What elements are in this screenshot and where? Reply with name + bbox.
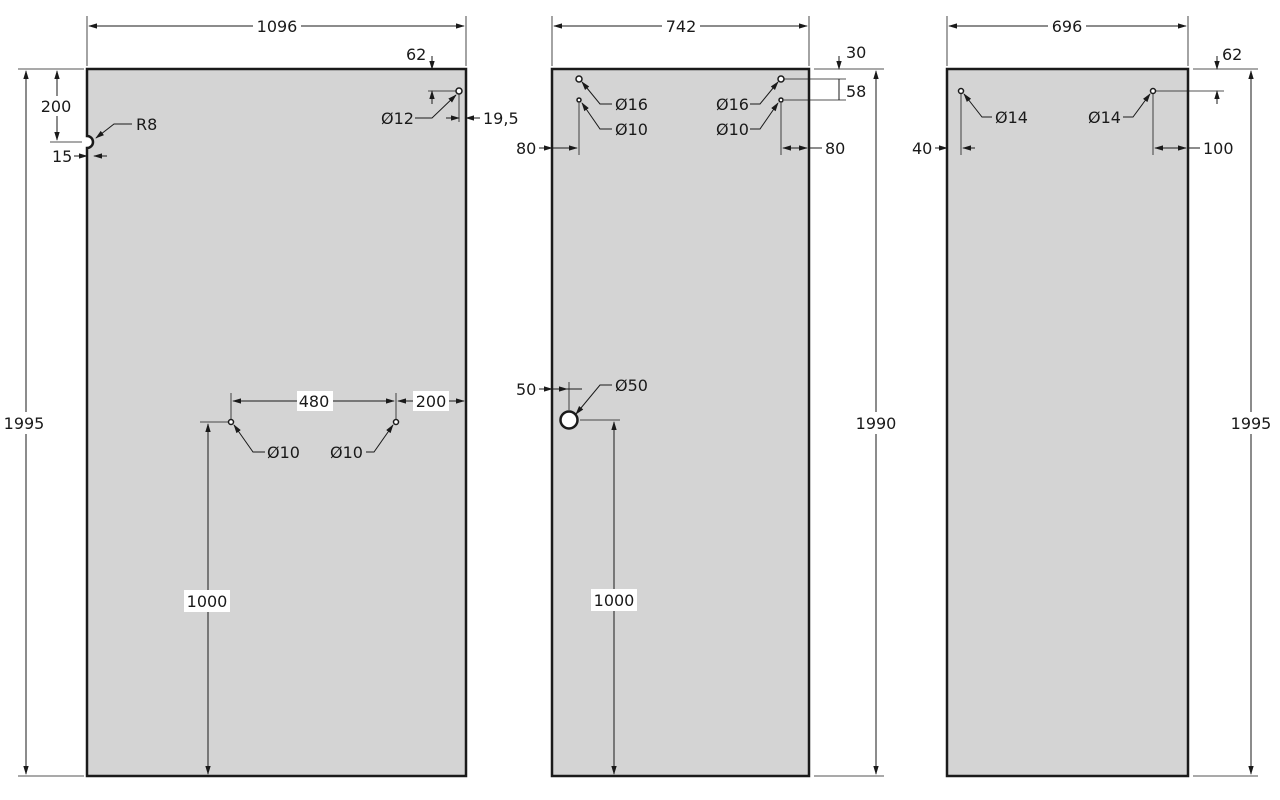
panel-3-outline	[945, 67, 1190, 778]
panel-2-outline	[550, 67, 811, 778]
panel-3-right-hole	[1149, 87, 1157, 95]
mid-holes-spacing-label: 480	[299, 392, 330, 411]
large-hole-dia-label: Ø50	[615, 376, 648, 395]
panel-1-height-label: 1995	[4, 414, 45, 433]
panel-2-width-label: 742	[666, 17, 697, 36]
panel-2-right-small-dia-label: Ø10	[716, 120, 749, 139]
panel-2-left-big-hole	[575, 75, 583, 83]
panel-3: 696 1995 62 40 100 Ø14 Ø14	[912, 16, 1275, 778]
mid-hole-right-dia-label: Ø10	[330, 443, 363, 462]
notch-depth-label: 15	[52, 147, 72, 166]
panel-3-right-edge-label: 100	[1203, 139, 1234, 158]
panel-1-mid-hole-left	[227, 418, 235, 426]
panel-2-right-big-dia-label: Ø16	[716, 95, 749, 114]
panel-1-top-hole	[455, 87, 463, 95]
mid-holes-edge-label: 200	[416, 392, 447, 411]
notch-offset-label: 200	[41, 97, 72, 116]
large-hole-edge-label: 50	[516, 380, 536, 399]
panel-3-right-hole-dia-label: Ø14	[1088, 108, 1121, 127]
panel-1-top-hole-side-label: 19,5	[483, 109, 519, 128]
panel-2-height-label: 1990	[856, 414, 897, 433]
panel-1-top-hole-dia-label: Ø12	[381, 109, 414, 128]
panel-2-hole-gap-label: 58	[846, 82, 866, 101]
panel-3-top-label: 62	[1222, 45, 1242, 64]
mid-hole-left-dia-label: Ø10	[267, 443, 300, 462]
panel-2: 742 1990 30 58 80 80 Ø16 Ø10	[516, 16, 899, 778]
panel-2-large-hole	[559, 410, 579, 430]
panel-2-left-big-dia-label: Ø16	[615, 95, 648, 114]
panel-2-right-big-hole	[777, 75, 785, 83]
panel-3-left-hole	[957, 87, 965, 95]
panel-3-width-label: 696	[1052, 17, 1083, 36]
notch-outline	[86, 135, 94, 149]
panel-1-width-label: 1096	[257, 17, 298, 36]
panel-3-left-hole-dia-label: Ø14	[995, 108, 1028, 127]
panel-1-outline	[85, 67, 468, 778]
panel-1-top-hole-top-label: 62	[406, 45, 426, 64]
large-hole-height-label: 1000	[594, 591, 635, 610]
panel-1-mid-hole-right	[392, 418, 400, 426]
panel-3-height-label: 1995	[1231, 414, 1272, 433]
panel-3-left-edge-label: 40	[912, 139, 932, 158]
panel-2-left-edge-label: 80	[516, 139, 536, 158]
panel-1: 1096 1995 200 15 R8 62 19,5 Ø12	[2, 16, 519, 778]
panel-2-right-small-hole	[778, 97, 784, 103]
panel-2-top-offset-label: 30	[846, 43, 866, 62]
panel-2-left-small-dia-label: Ø10	[615, 120, 648, 139]
panel-2-right-edge-label: 80	[825, 139, 845, 158]
mid-holes-height-label: 1000	[187, 592, 228, 611]
notch-radius-label: R8	[136, 115, 157, 134]
panel-2-left-small-hole	[576, 97, 582, 103]
